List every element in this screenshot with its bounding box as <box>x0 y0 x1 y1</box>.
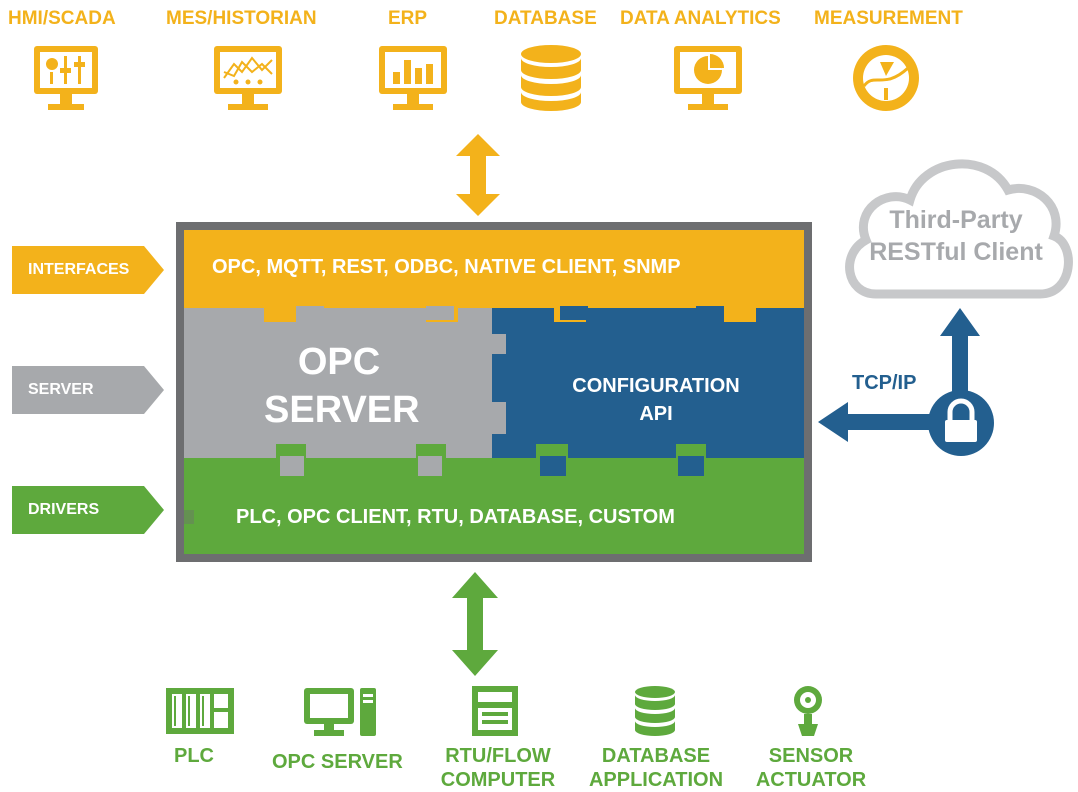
mes-historian-icon <box>214 46 282 110</box>
label-sensor-actuator: SENSOR ACTUATOR <box>752 744 870 792</box>
label-database-line1: DATABASE <box>601 745 711 767</box>
erp-icon <box>379 46 447 110</box>
opc-server-title-line2: SERVER <box>264 389 420 431</box>
label-sensor-line2: ACTUATOR <box>755 769 867 791</box>
label-database-application: DATABASE APPLICATION <box>586 744 726 792</box>
server-puzzle-graphic <box>184 230 804 554</box>
configuration-api-line2: API <box>639 403 673 425</box>
third-party-line1: Third-Party <box>889 206 1023 234</box>
label-database: DATABASE <box>494 8 597 29</box>
label-hmi-scada: HMI/SCADA <box>8 8 116 29</box>
label-database-line2: APPLICATION <box>588 769 724 791</box>
drivers-band-text: PLC, OPC CLIENT, RTU, DATABASE, CUSTOM <box>236 506 675 528</box>
data-analytics-icon <box>674 46 742 110</box>
interfaces-tag: INTERFACES <box>12 246 164 294</box>
interfaces-tag-label: INTERFACES <box>28 261 130 278</box>
rtu-flow-computer-icon <box>472 686 518 736</box>
server-tag: SERVER <box>12 366 164 414</box>
drivers-tag-label: DRIVERS <box>28 501 100 518</box>
tcp-ip-label: TCP/IP <box>852 372 917 394</box>
label-data-analytics: DATA ANALYTICS <box>620 8 781 29</box>
drivers-double-arrow <box>452 572 498 676</box>
configuration-api-label: CONFIGURATION API <box>516 372 796 428</box>
label-plc: PLC <box>174 744 214 768</box>
label-rtu-line2: COMPUTER <box>440 769 556 791</box>
hmi-scada-icon <box>34 46 98 110</box>
up-arrow-to-cloud <box>940 308 980 392</box>
plc-icon <box>166 688 234 734</box>
opc-server-title: OPC SERVER <box>264 338 420 434</box>
label-opc-server-line1: OPC SERVER <box>272 751 403 773</box>
third-party-line2: RESTful Client <box>869 238 1043 266</box>
lock-icon <box>928 390 994 456</box>
server-tag-label: SERVER <box>28 381 94 398</box>
label-erp: ERP <box>388 8 428 29</box>
sensor-actuator-icon <box>794 686 822 736</box>
database-icon <box>521 45 581 111</box>
interfaces-band-text: OPC, MQTT, REST, ODBC, NATIVE CLIENT, SN… <box>212 256 681 278</box>
label-mes-historian: MES/HISTORIAN <box>166 8 317 29</box>
label-opc-server: OPC SERVER <box>272 750 403 774</box>
opc-server-title-line1: OPC <box>297 341 381 383</box>
interfaces-double-arrow <box>456 134 500 216</box>
label-measurement: MEASUREMENT <box>814 8 963 29</box>
drivers-tag: DRIVERS <box>12 486 164 534</box>
cloud-icon <box>845 159 1073 299</box>
opc-server-box: OPC, MQTT, REST, ODBC, NATIVE CLIENT, SN… <box>176 222 812 562</box>
label-rtu-line1: RTU/FLOW <box>445 745 551 767</box>
configuration-api-line1: CONFIGURATION <box>572 375 740 397</box>
measurement-icon <box>853 45 919 111</box>
third-party-client-label: Third-Party RESTful Client <box>856 204 1056 268</box>
label-rtu-flow-computer: RTU/FLOW COMPUTER <box>436 744 560 792</box>
label-sensor-line1: SENSOR <box>768 745 854 767</box>
opc-server-icon <box>304 688 376 736</box>
database-application-icon <box>635 686 675 736</box>
left-arrow-to-api <box>818 402 930 442</box>
label-plc-line1: PLC <box>174 745 214 767</box>
